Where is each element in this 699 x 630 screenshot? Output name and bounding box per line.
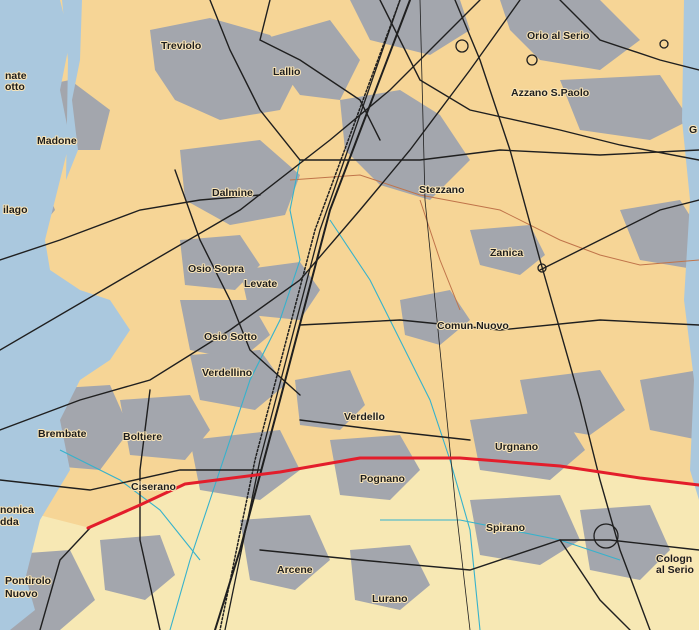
- place-label-brembate: Brembate: [38, 428, 87, 440]
- place-label-treviolo: Treviolo: [161, 40, 201, 52]
- roundabouts: [455, 39, 669, 549]
- place-label-stezzano: Stezzano: [419, 184, 465, 196]
- place-label-osio-sotto: Osio Sotto: [204, 331, 257, 343]
- place-label-arcene: Arcene: [277, 564, 313, 576]
- highlighted-route[interactable]: [86, 456, 699, 530]
- place-label-lurano: Lurano: [372, 593, 408, 605]
- place-label-zanica: Zanica: [490, 247, 523, 259]
- place-label-orio-al-serio: Orio al Serio: [527, 30, 589, 42]
- place-label-azzano-s-paolo: Azzano S.Paolo: [511, 87, 589, 99]
- place-label-levate: Levate: [244, 278, 277, 290]
- place-label-madone: Madone: [37, 135, 77, 147]
- place-label-urgnano: Urgnano: [495, 441, 538, 453]
- place-labels: Treviolo Lallio Orio al Serio Azzano S.P…: [0, 29, 698, 606]
- place-label-lallio: Lallio: [273, 66, 300, 78]
- place-label-spirano: Spirano: [486, 522, 525, 534]
- place-label-verdellino: Verdellino: [202, 367, 252, 379]
- place-label-filago: ilago: [3, 204, 28, 216]
- place-label-grassobbio: G: [689, 124, 697, 136]
- place-label-boltiere: Boltiere: [123, 431, 162, 443]
- place-label-dalmine: Dalmine: [212, 187, 253, 199]
- place-label-comun-nuovo: Comun Nuovo: [437, 320, 509, 332]
- place-label-verdello: Verdello: [344, 411, 385, 423]
- place-label-pognano: Pognano: [360, 473, 405, 485]
- place-label-ciserano: Ciserano: [131, 481, 176, 493]
- place-label-osio-sopra: Osio Sopra: [188, 263, 244, 275]
